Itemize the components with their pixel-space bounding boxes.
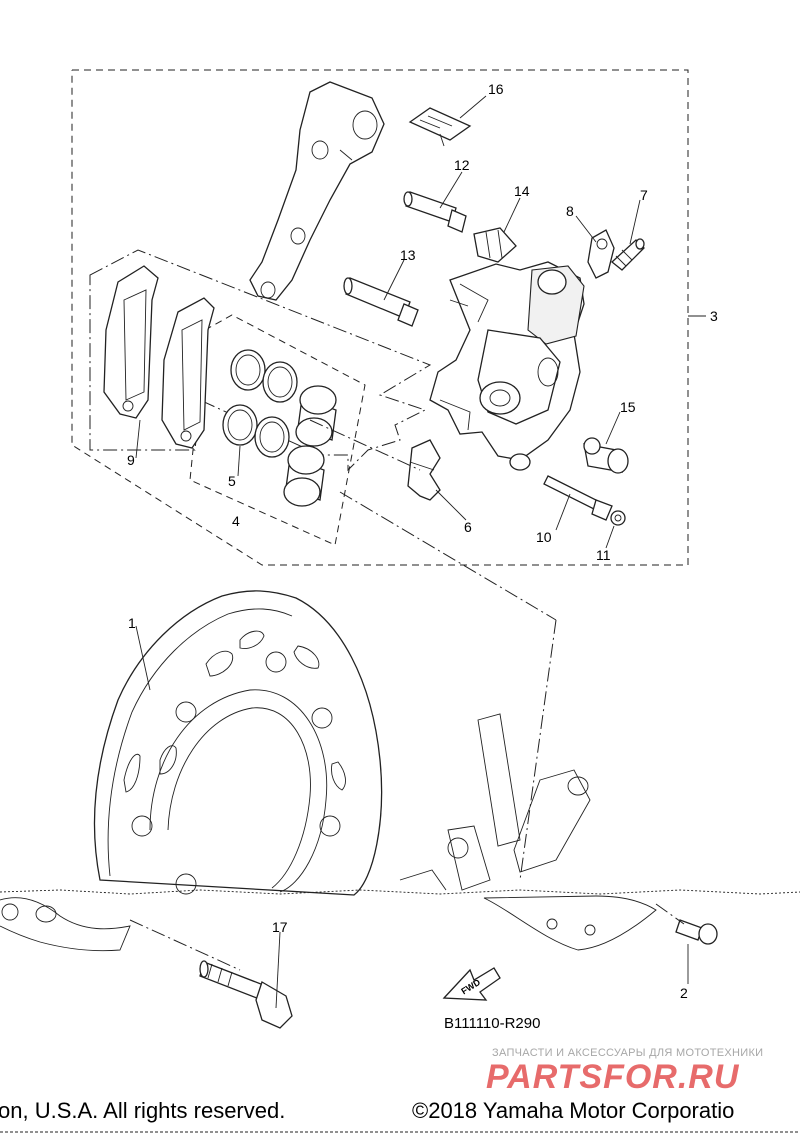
callout-10: 10 bbox=[536, 529, 552, 545]
callout-7: 7 bbox=[640, 187, 648, 203]
footer-copyright-right: ©2018 Yamaha Motor Corporatio bbox=[412, 1098, 735, 1123]
callout-4: 4 bbox=[232, 513, 240, 529]
caliper-bracket bbox=[249, 81, 385, 301]
cut-edge bbox=[0, 889, 800, 895]
caliper-piston bbox=[283, 385, 337, 507]
callout-15: 15 bbox=[620, 399, 636, 415]
nut-11 bbox=[610, 510, 626, 526]
footer-copyright-left: on, U.S.A. All rights reserved. bbox=[0, 1098, 286, 1123]
bleed-screw-7 bbox=[611, 238, 645, 271]
pad-clip-6 bbox=[407, 439, 441, 501]
pad-pin-13 bbox=[343, 277, 419, 327]
callout-9: 9 bbox=[127, 452, 135, 468]
bolt-17 bbox=[199, 960, 293, 1029]
callout-1: 1 bbox=[128, 615, 136, 631]
pad-pin-12 bbox=[403, 191, 467, 233]
callout-16: 16 bbox=[488, 81, 504, 97]
callout-14: 14 bbox=[514, 183, 530, 199]
callout-11: 11 bbox=[596, 547, 611, 563]
watermark-brand: PARTSFOR.RU bbox=[486, 1058, 740, 1096]
bushing-15 bbox=[583, 437, 629, 474]
callout-12: 12 bbox=[454, 157, 470, 173]
callout-17: 17 bbox=[272, 919, 288, 935]
brake-pad-9 bbox=[103, 265, 215, 449]
caliper-assembly-boundary bbox=[71, 69, 706, 566]
boot-14 bbox=[473, 227, 517, 263]
bolt-2 bbox=[675, 919, 718, 945]
piston-seal-5 bbox=[222, 349, 298, 458]
callout-3: 3 bbox=[710, 308, 718, 324]
callout-labels: 1 2 3 4 5 6 7 8 9 10 11 12 13 14 15 16 1… bbox=[127, 81, 718, 1001]
callout-5: 5 bbox=[228, 473, 236, 489]
pad-spring-16 bbox=[408, 107, 472, 147]
leader-lines bbox=[129, 95, 689, 1009]
fork-leg bbox=[399, 713, 657, 951]
union-bolt-8 bbox=[587, 229, 615, 279]
diagram-code: B111110-R290 bbox=[444, 1015, 540, 1032]
callout-2: 2 bbox=[680, 985, 688, 1001]
callout-8: 8 bbox=[566, 203, 574, 219]
callout-13: 13 bbox=[400, 247, 416, 263]
watermark: ЗАПЧАСТИ И АКСЕССУАРЫ ДЛЯ МОТОТЕХНИКИ PA… bbox=[486, 1047, 763, 1096]
forward-arrow-icon: FWD bbox=[442, 967, 501, 1001]
caliper-body bbox=[429, 261, 585, 471]
callout-6: 6 bbox=[464, 519, 472, 535]
watermark-tagline: ЗАПЧАСТИ И АКСЕССУАРЫ ДЛЯ МОТОТЕХНИКИ bbox=[492, 1047, 763, 1059]
brake-disc-1 bbox=[93, 590, 383, 896]
disc-fragment-left bbox=[0, 897, 131, 952]
bolt-10 bbox=[543, 475, 613, 521]
